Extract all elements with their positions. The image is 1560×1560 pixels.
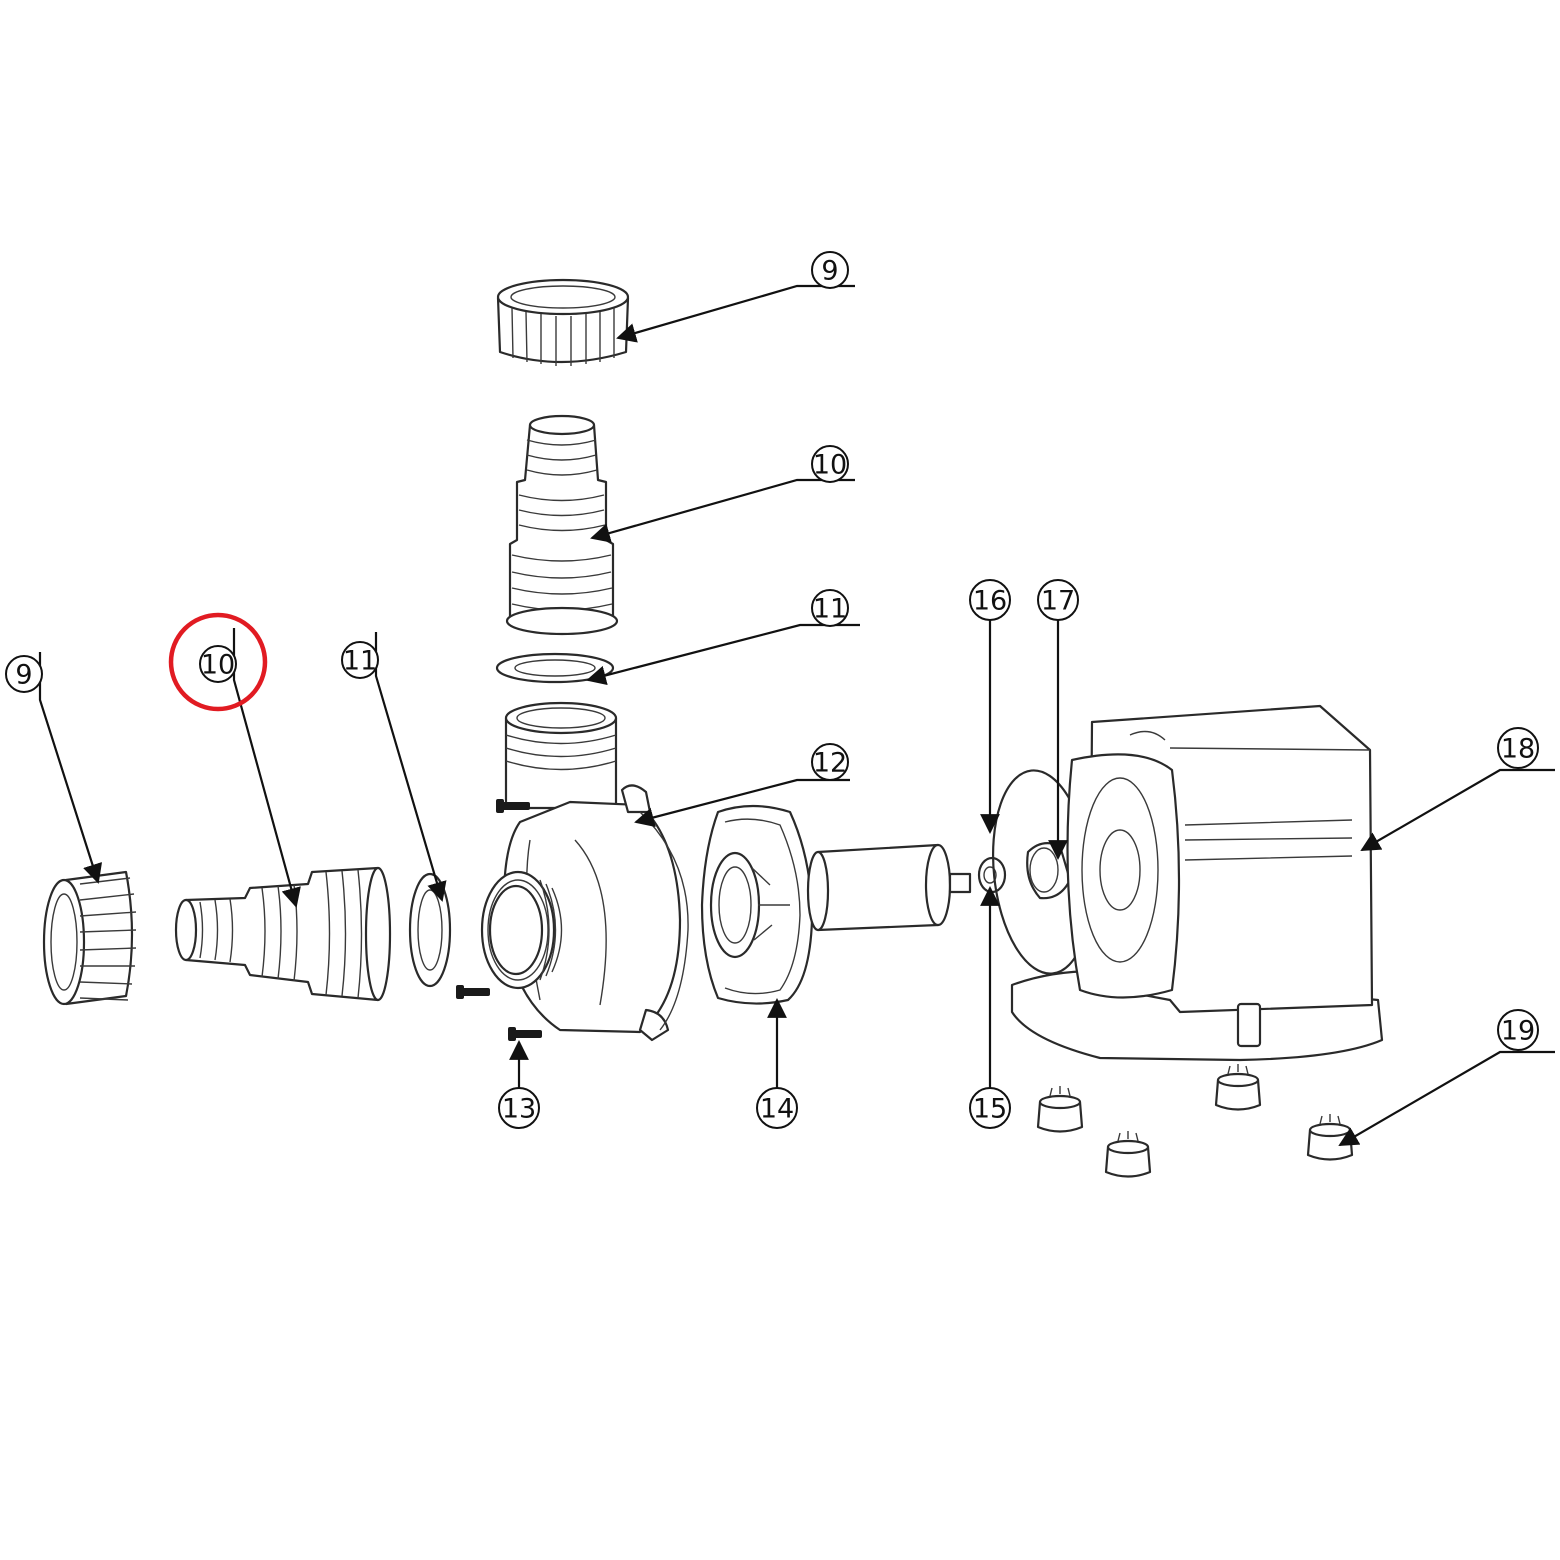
callout-label: 9	[15, 660, 32, 691]
callout-label: 19	[1501, 1016, 1535, 1047]
callout-16: 16	[969, 579, 1011, 621]
callout-left-11: 11	[341, 641, 379, 679]
callout-label: 14	[760, 1094, 794, 1125]
callout-label: 13	[502, 1094, 536, 1125]
callout-13: 13	[498, 1087, 540, 1129]
part-washer-left	[408, 872, 452, 988]
callout-label: 10	[813, 450, 847, 481]
part-washer-top	[495, 652, 615, 684]
part-bearing	[1026, 841, 1072, 900]
part-nut-left	[42, 870, 137, 1006]
callout-top-10: 10	[811, 445, 849, 483]
callout-label: 17	[1041, 586, 1075, 617]
part-pump-housing	[480, 701, 689, 1042]
callout-label: 18	[1501, 734, 1535, 765]
part-bushing	[977, 856, 1007, 894]
callout-18: 18	[1497, 727, 1539, 769]
callout-label: 11	[813, 594, 847, 625]
callout-top-12: 12	[811, 743, 849, 781]
callout-14: 14	[756, 1087, 798, 1129]
part-hose-adapter-top	[505, 414, 619, 636]
callout-17: 17	[1037, 579, 1079, 621]
highlight-circle	[168, 612, 268, 712]
part-impeller-cover	[700, 804, 814, 1005]
callout-label: 12	[813, 748, 847, 779]
callout-label: 11	[343, 646, 377, 677]
callout-15: 15	[969, 1087, 1011, 1129]
callout-label: 15	[973, 1094, 1007, 1125]
callout-label: 9	[821, 256, 838, 287]
part-motor-body	[1010, 704, 1384, 1062]
part-screws	[456, 799, 542, 1041]
part-rotor	[806, 843, 972, 932]
part-nut-top	[496, 278, 630, 366]
callout-top-9: 9	[811, 251, 849, 289]
part-hose-adapter-left	[174, 866, 392, 1002]
callout-left-10: 10	[199, 645, 237, 683]
callout-top-11: 11	[811, 589, 849, 627]
callout-label: 16	[973, 586, 1007, 617]
callout-19: 19	[1497, 1009, 1539, 1051]
callout-left-9: 9	[5, 655, 43, 693]
callout-label: 10	[201, 650, 235, 681]
part-feet	[1036, 1064, 1354, 1178]
